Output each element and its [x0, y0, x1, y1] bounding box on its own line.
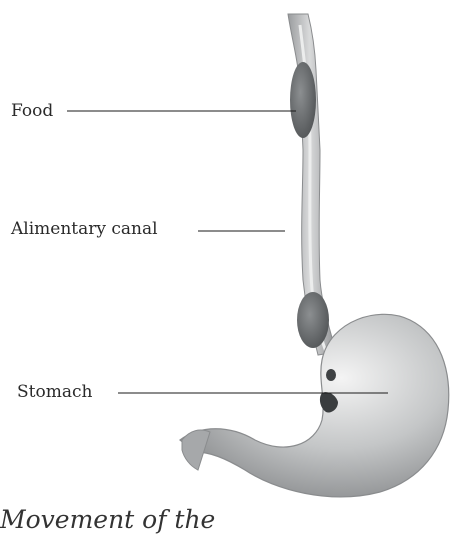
- food-bolus-small: [326, 369, 336, 381]
- stomach-label: Stomach: [17, 382, 92, 402]
- alimentary-canal-label: Alimentary canal: [11, 219, 158, 239]
- food-bolus-lower: [297, 292, 329, 348]
- figure-caption: Movement of the: [0, 505, 215, 534]
- food-label: Food: [11, 101, 53, 121]
- food-bolus-upper: [290, 62, 316, 138]
